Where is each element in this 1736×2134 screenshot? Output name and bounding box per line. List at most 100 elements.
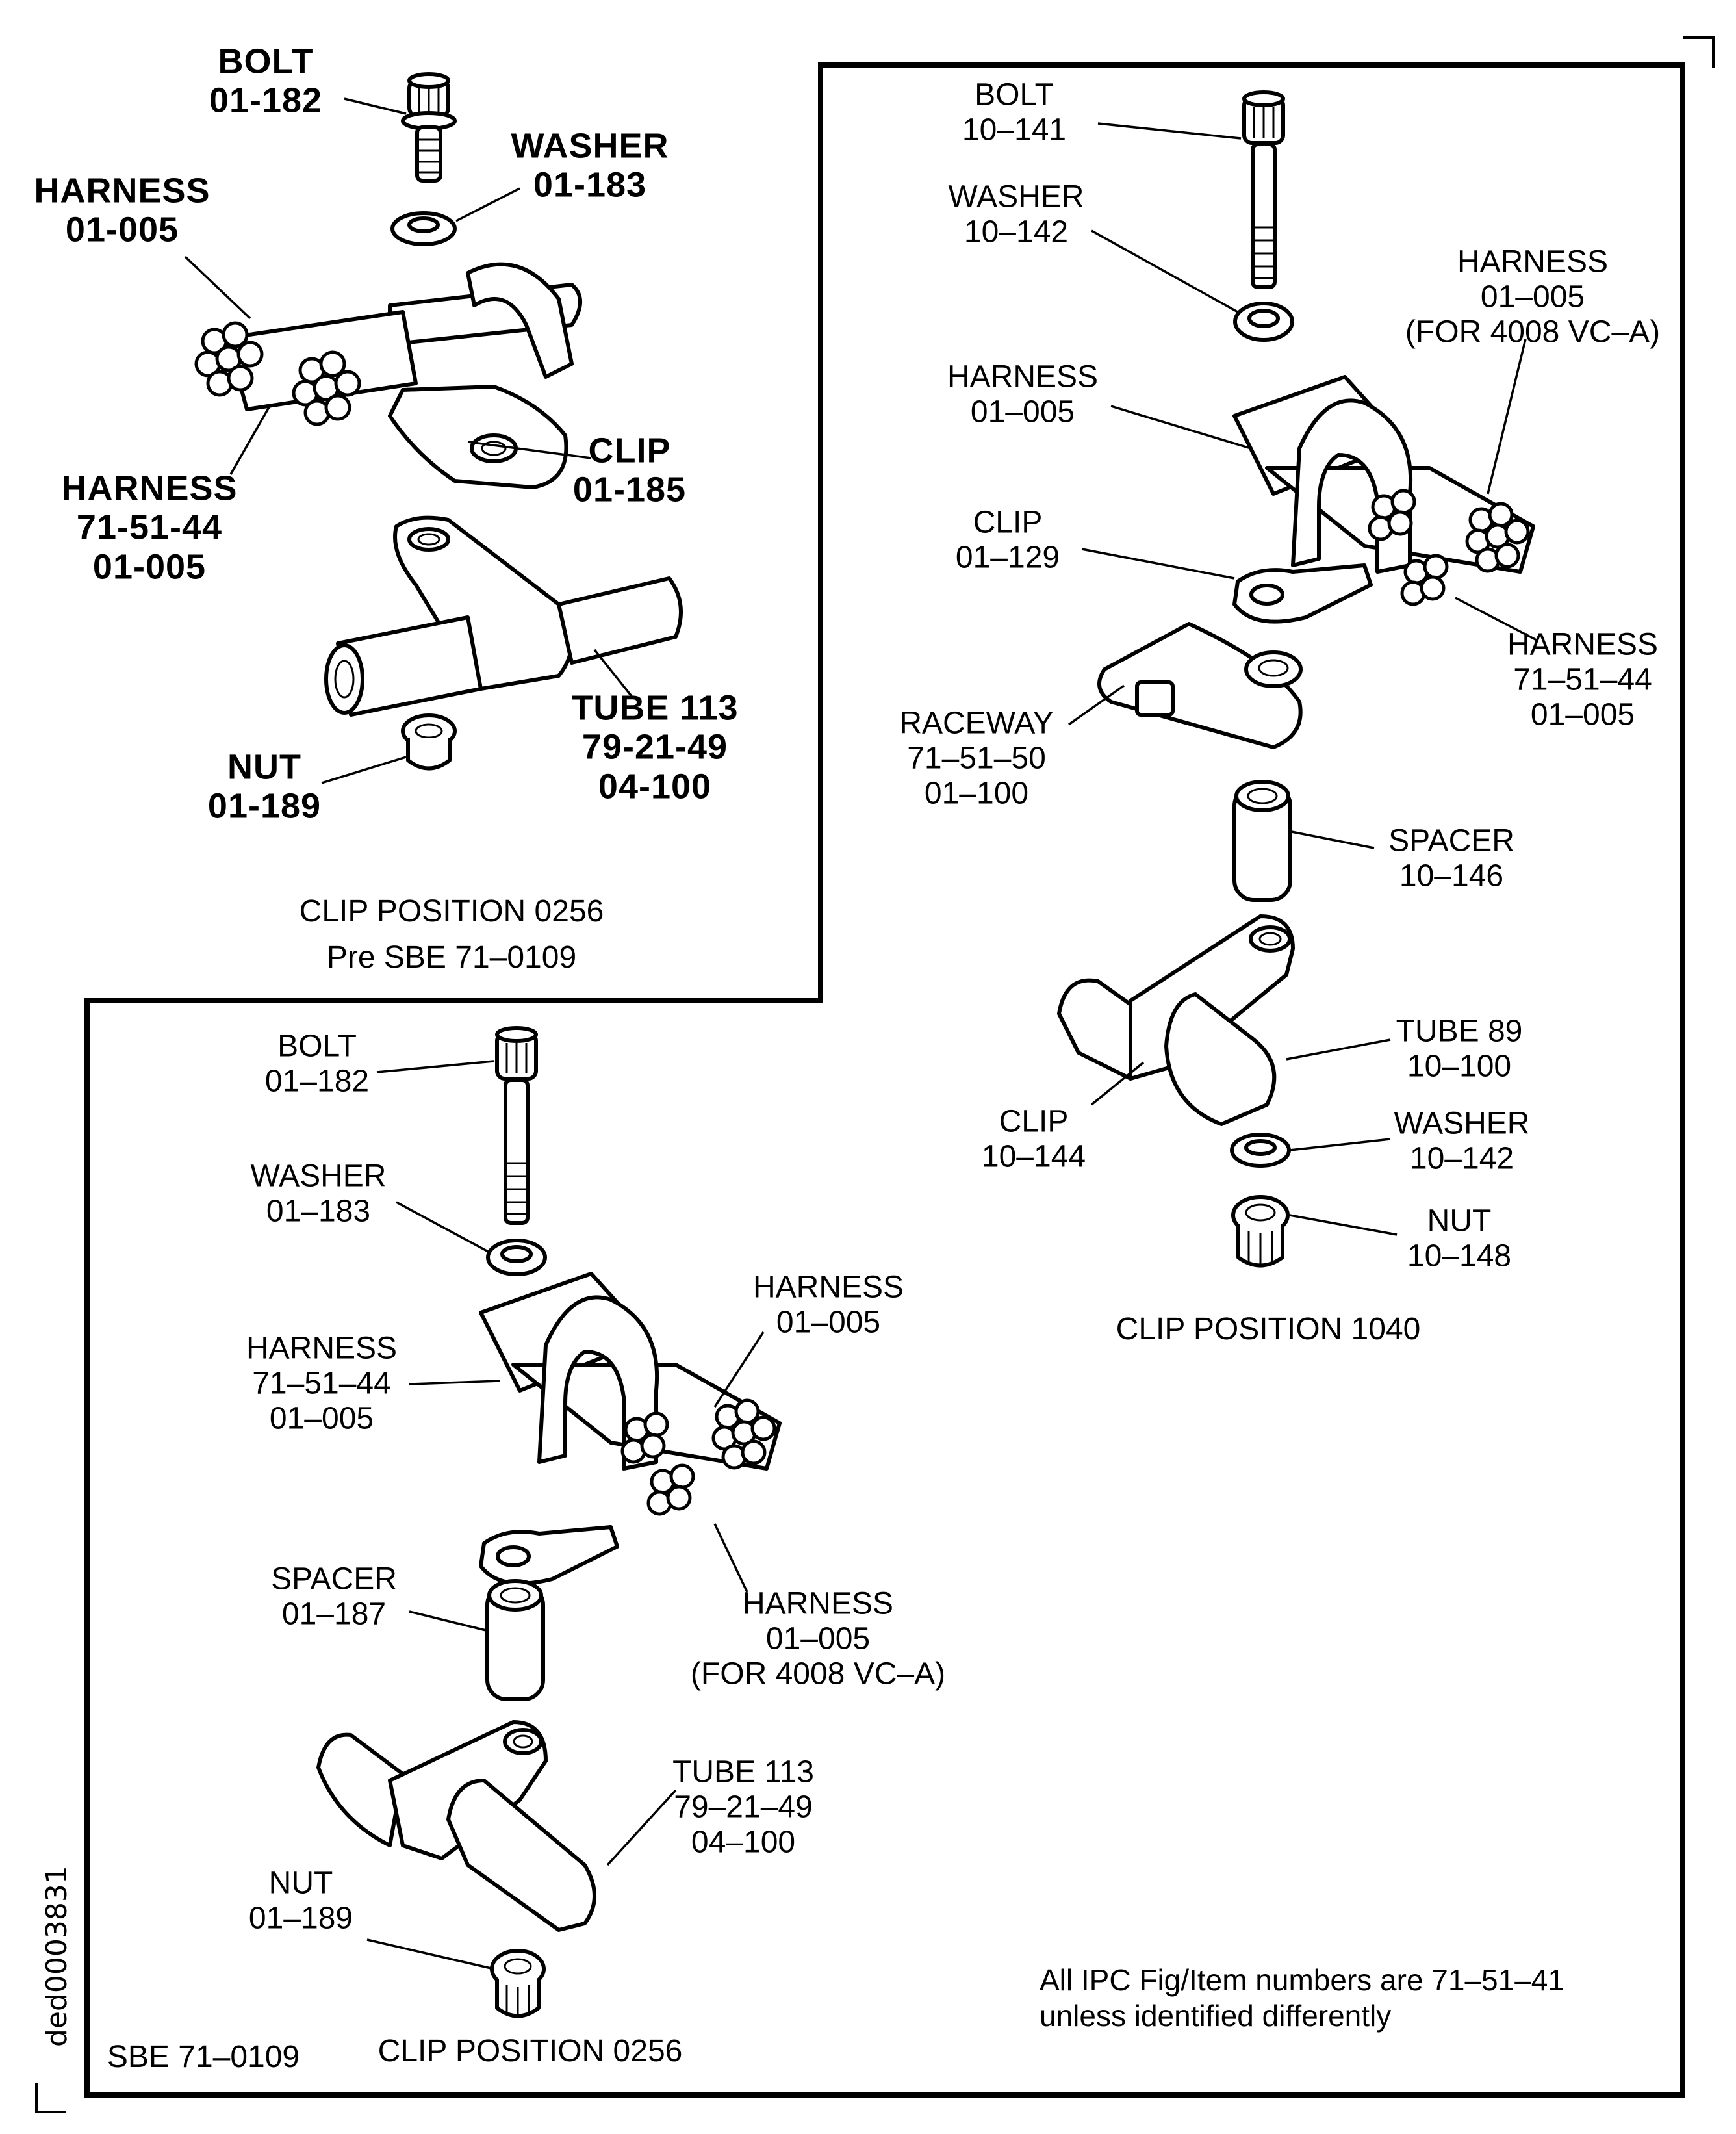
label-name: WASHER	[250, 1159, 387, 1194]
label-number: 01-005	[65, 211, 179, 250]
label-number: 01–187	[281, 1597, 387, 1631]
label-name: BOLT	[975, 77, 1054, 112]
label-number: 01-005	[92, 547, 207, 587]
label-number: 01–005	[776, 1305, 881, 1339]
label-name: WASHER	[1394, 1106, 1530, 1141]
label-name: BOLT	[277, 1029, 357, 1064]
bolt-icon	[495, 1026, 538, 1225]
label-number: 01–005	[269, 1400, 374, 1435]
label-name: HARNESS	[61, 469, 238, 508]
label-number: 04-100	[598, 767, 712, 806]
panel-frame	[84, 62, 1685, 2098]
label-number: 10–144	[981, 1139, 1086, 1174]
ipc-note-line-2: unless identified differently	[1040, 1999, 1392, 2033]
label-tube-113: TUBE 113 79–21–49 04–100	[672, 1755, 814, 1859]
label-note: (FOR 4008 VC–A)	[1405, 314, 1661, 349]
label-name: BOLT	[218, 42, 314, 81]
label-washer-10-142-lower: WASHER 10–142	[1394, 1106, 1530, 1176]
leader-line	[1291, 830, 1375, 849]
nut-icon	[1231, 1195, 1290, 1268]
ipc-note-line-1: All IPC Fig/Item numbers are 71–51–41	[1040, 1963, 1564, 1997]
leader-line	[1081, 548, 1235, 580]
label-nut-01-189: NUT 01-189	[208, 748, 321, 827]
label-number: 01-189	[207, 787, 322, 826]
label-note: (FOR 4008 VC–A)	[690, 1656, 946, 1691]
label-harness-01-005: HARNESS 01–005	[753, 1270, 904, 1340]
label-clip-01-185: CLIP 01-185	[573, 431, 686, 510]
caption-clip-position: CLIP POSITION 0256	[299, 894, 604, 929]
label-nut-01-189: NUT 01–189	[249, 1866, 353, 1936]
label-harness-71-51-44: HARNESS 71–51–44 01–005	[1507, 627, 1658, 732]
label-bolt-01-182: BOLT 01-182	[209, 42, 322, 121]
label-number: 10–142	[964, 214, 1069, 249]
bottom-left-assembly	[316, 1026, 782, 2018]
raceway-icon	[1097, 622, 1303, 749]
leader-line	[344, 97, 407, 115]
label-number: 01–189	[248, 1901, 353, 1935]
label-name: HARNESS	[1457, 244, 1609, 279]
label-tube-89: TUBE 89 10–100	[1396, 1014, 1523, 1084]
washer-icon	[1233, 302, 1294, 342]
label-number: 01–183	[266, 1194, 371, 1228]
label-tube-113: TUBE 113 79-21-49 04-100	[571, 688, 738, 806]
label-reference: 71–51–50	[907, 741, 1046, 776]
washer-icon	[390, 211, 457, 246]
leader-line	[713, 1523, 748, 1593]
label-number: 10–100	[1407, 1049, 1512, 1083]
washer-icon	[1230, 1133, 1291, 1168]
label-harness-71-51-44: HARNESS 71–51–44 01–005	[246, 1331, 397, 1435]
spacer-icon	[485, 1579, 545, 1701]
label-number: 01-183	[533, 166, 647, 205]
nut-icon	[490, 1949, 546, 2018]
leader-line	[184, 255, 251, 320]
label-name: RACEWAY	[899, 706, 1054, 741]
label-name: HARNESS	[246, 1331, 398, 1366]
label-number: 10–148	[1407, 1239, 1512, 1273]
leader-line	[467, 441, 592, 459]
leader-line	[1110, 405, 1251, 450]
label-spacer-10-146: SPACER 10–146	[1388, 823, 1514, 893]
leader-line	[376, 1060, 494, 1073]
leader-line	[321, 756, 407, 784]
label-clip-10-144: CLIP 10–144	[982, 1104, 1086, 1174]
label-name: TUBE 113	[672, 1755, 814, 1790]
leader-line	[409, 1380, 501, 1385]
label-name: HARNESS	[742, 1586, 894, 1621]
label-reference: 79–21–49	[674, 1790, 813, 1825]
bolt-icon	[1242, 90, 1285, 289]
label-name: WASHER	[948, 179, 1084, 214]
label-name: CLIP	[973, 505, 1043, 540]
label-name: SPACER	[1388, 823, 1514, 858]
leader-line	[593, 649, 635, 700]
label-harness-01-005: HARNESS 01-005	[34, 172, 210, 250]
label-harness-71-51-44: HARNESS 71-51-44 01-005	[61, 469, 237, 586]
label-name: TUBE 89	[1396, 1014, 1523, 1049]
spacer-icon	[1232, 780, 1292, 902]
leader-line	[409, 1610, 489, 1632]
label-number: 01–005	[1530, 697, 1635, 732]
leader-line	[1455, 597, 1537, 641]
label-nut-10-148: NUT 10–148	[1407, 1203, 1511, 1274]
caption-clip-position-1040: CLIP POSITION 1040	[1116, 1312, 1421, 1347]
label-number: 01–100	[924, 775, 1029, 810]
tube-clip-icon	[324, 515, 683, 717]
leader-line	[1097, 122, 1242, 140]
label-number: 01-182	[209, 81, 323, 120]
label-number: 01-185	[572, 470, 687, 509]
caption-pre-sbe: Pre SBE 71–0109	[326, 940, 577, 975]
label-harness-vca: HARNESS 01–005 (FOR 4008 VC–A)	[691, 1586, 945, 1691]
washer-icon	[486, 1239, 547, 1276]
top-left-assembly	[184, 72, 683, 784]
label-harness-01-005: HARNESS 01–005	[947, 359, 1098, 430]
leader-line	[1091, 229, 1238, 313]
label-reference: 71–51–44	[252, 1366, 391, 1401]
label-reference: 79-21-49	[581, 727, 728, 767]
label-name: NUT	[227, 747, 301, 787]
label-name: SPACER	[271, 1562, 397, 1597]
label-name: CLIP	[999, 1104, 1069, 1139]
document-id: ded0003831	[40, 1866, 73, 2047]
corner-mark-bottom-left	[35, 2083, 66, 2113]
label-name: TUBE 113	[571, 688, 739, 728]
label-raceway: RACEWAY 71–51–50 01–100	[899, 706, 1053, 810]
leader-line	[396, 1201, 491, 1254]
